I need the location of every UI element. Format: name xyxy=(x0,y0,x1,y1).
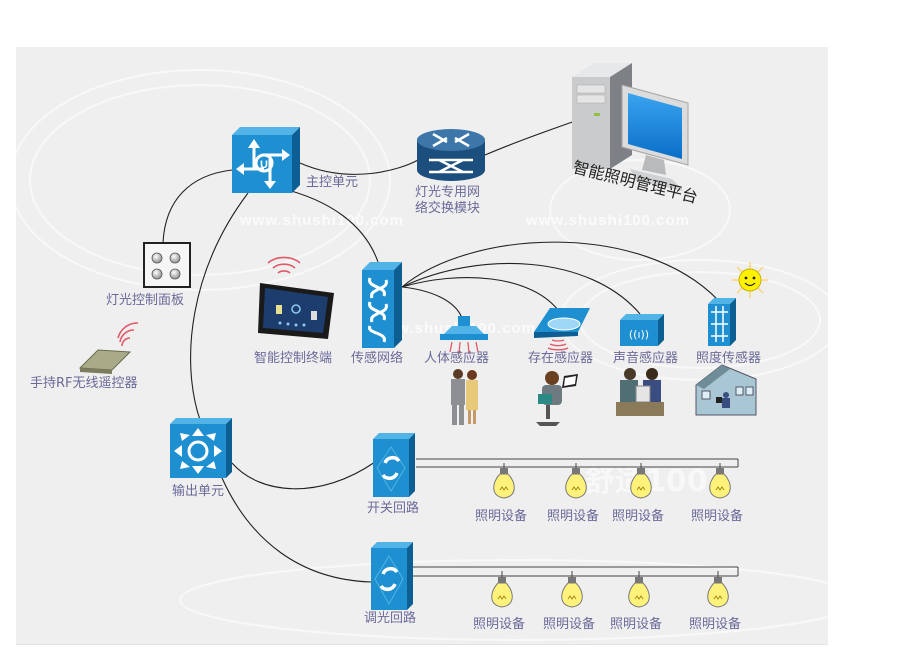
output-unit-icon[interactable] xyxy=(170,418,232,478)
lighting-device-label: 照明设备 xyxy=(475,509,528,524)
lighting-device-label: 照明设备 xyxy=(612,509,665,524)
watermark-url: www.shushi100.com xyxy=(240,212,404,229)
smart-terminal-label: 智能控制终端 xyxy=(254,351,333,366)
office-worker-icon xyxy=(536,371,578,426)
lighting-device-label: 照明设备 xyxy=(691,509,744,524)
switch-module-label-line2: 络交换模块 xyxy=(415,201,481,216)
sensor-network-icon[interactable] xyxy=(362,262,402,348)
switch-row-bulbs xyxy=(493,463,731,499)
line-main-to-sensor-net xyxy=(279,187,379,263)
presence-sensor-icon[interactable] xyxy=(534,308,590,351)
connection-lines xyxy=(162,119,719,583)
dimming-circuit-rail xyxy=(413,566,739,577)
light-sensor-icon[interactable] xyxy=(708,298,736,346)
sun-icon xyxy=(732,262,768,298)
lighting-device-label: 照明设备 xyxy=(473,617,526,632)
computer-icon[interactable] xyxy=(572,63,689,191)
rf-remote-label: 手持RF无线遥控器 xyxy=(30,376,138,391)
lighting-device-label: 照明设备 xyxy=(543,617,596,632)
control-panel-label: 灯光控制面板 xyxy=(106,293,185,308)
house-icon xyxy=(695,364,757,416)
lighting-device-label: 照明设备 xyxy=(547,509,600,524)
light-bulb-icon xyxy=(565,463,587,499)
people-icon xyxy=(451,369,478,425)
line-output-to-switch-circuit xyxy=(231,461,376,490)
tablet-icon[interactable] xyxy=(258,256,334,339)
presence-sensor-label: 存在感应器 xyxy=(528,351,594,366)
light-bulb-icon xyxy=(628,571,650,608)
signal-waves-icon xyxy=(267,256,301,274)
light-bulb-icon xyxy=(561,571,583,608)
sound-sensor-icon[interactable]: ((ı)) xyxy=(620,314,664,346)
light-bulb-icon xyxy=(491,571,513,608)
meeting-icon xyxy=(616,368,664,416)
line-output-to-dimming-circuit xyxy=(221,477,373,583)
svg-text:U: U xyxy=(260,159,268,171)
light-bulb-icon xyxy=(709,463,731,499)
main-control-unit-icon[interactable]: U xyxy=(232,127,300,193)
line-switch-to-platform xyxy=(484,119,579,156)
line-to-sound-sensor xyxy=(401,262,641,315)
body-sensor-icon[interactable] xyxy=(440,316,488,355)
light-bulb-icon xyxy=(493,463,515,499)
sensor-network-label: 传感网络 xyxy=(351,351,404,366)
line-main-to-output xyxy=(190,192,249,421)
dimming-circuit-icon[interactable] xyxy=(371,542,413,610)
light-bulb-icon xyxy=(707,571,729,608)
line-to-light-sensor xyxy=(401,241,719,301)
lighting-device-label: 照明设备 xyxy=(610,617,663,632)
line-to-body-sensor xyxy=(401,286,463,319)
light-bulb-icon xyxy=(630,463,652,499)
dimming-circuit-label: 调光回路 xyxy=(364,611,417,626)
main-control-label: 主控单元 xyxy=(306,175,359,190)
switch-circuit-label: 开关回路 xyxy=(367,501,420,516)
line-main-to-switch xyxy=(299,159,419,175)
light-sensor-label: 照度传感器 xyxy=(696,351,762,366)
line-main-to-panel xyxy=(162,169,233,244)
lighting-device-label: 照明设备 xyxy=(689,617,742,632)
switch-circuit-rail xyxy=(416,458,739,468)
rf-remote-icon[interactable] xyxy=(78,322,139,374)
output-unit-label: 输出单元 xyxy=(172,484,225,499)
switch-circuit-icon[interactable] xyxy=(373,433,415,497)
sound-sensor-label: 声音感应器 xyxy=(613,351,679,366)
button-panel-icon[interactable] xyxy=(143,242,191,288)
switch-module-label-line1: 灯光专用网 xyxy=(415,185,481,200)
body-sensor-label: 人体感应器 xyxy=(424,351,490,366)
line-to-presence-sensor xyxy=(401,277,559,311)
signal-waves-icon xyxy=(117,322,139,347)
router-icon[interactable] xyxy=(417,129,485,181)
dimming-row-bulbs xyxy=(491,571,729,608)
watermark-url: www.shushi100.com xyxy=(526,212,690,229)
svg-text:((ı)): ((ı)) xyxy=(629,328,649,341)
